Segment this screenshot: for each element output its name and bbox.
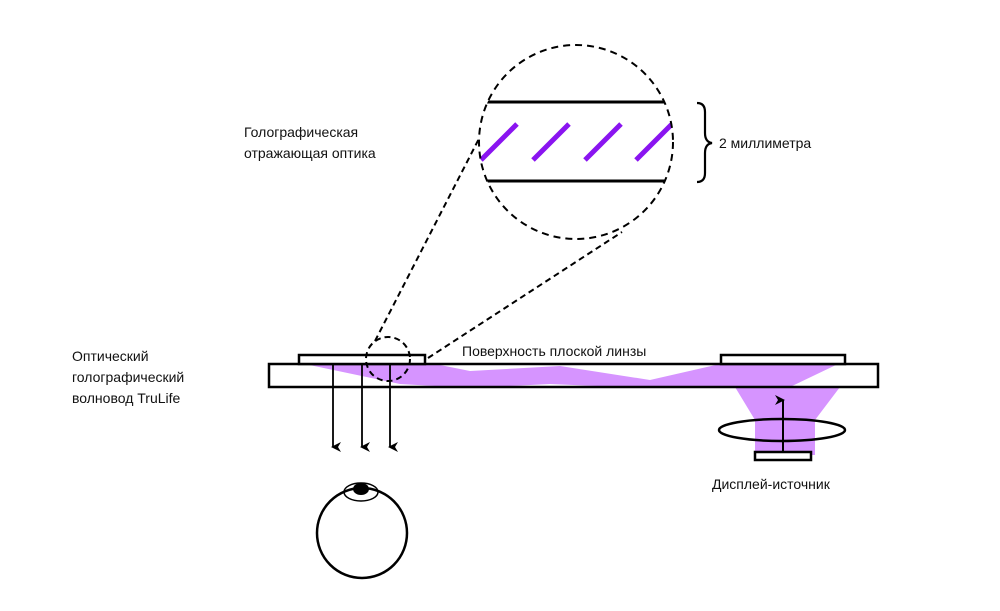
projection-line-left	[374, 124, 487, 342]
label-flat-lens-surface: Поверхность плоской линзы	[462, 343, 646, 359]
projection-line-right	[427, 231, 623, 359]
label-thickness: 2 миллиметра	[719, 135, 811, 151]
waveguide-slab	[267, 362, 880, 389]
label-waveguide-2: голографический	[72, 369, 184, 385]
magnified-view	[478, 44, 674, 240]
grating-line-2	[531, 122, 571, 162]
label-waveguide-3: волновод TruLife	[72, 390, 181, 406]
light-beam-display	[735, 387, 840, 455]
label-reflective-optics-2: отражающая оптика	[244, 145, 376, 161]
light-path	[300, 363, 838, 388]
grating-line-1	[479, 122, 519, 162]
label-waveguide-1: Оптический	[72, 348, 149, 364]
zoom-source-circle	[365, 336, 411, 382]
label-reflective-optics-1: Голографическая	[244, 124, 358, 140]
thickness-brace	[696, 101, 713, 184]
input-grating-pad	[719, 353, 847, 366]
label-display-source: Дисплей-источник	[712, 476, 831, 492]
grating-line-3	[583, 122, 623, 162]
display-source	[753, 450, 813, 462]
magnifier-circle	[478, 44, 674, 240]
grating-line-4	[634, 122, 673, 162]
output-grating-pad	[297, 353, 427, 366]
eye-icon	[315, 482, 409, 580]
